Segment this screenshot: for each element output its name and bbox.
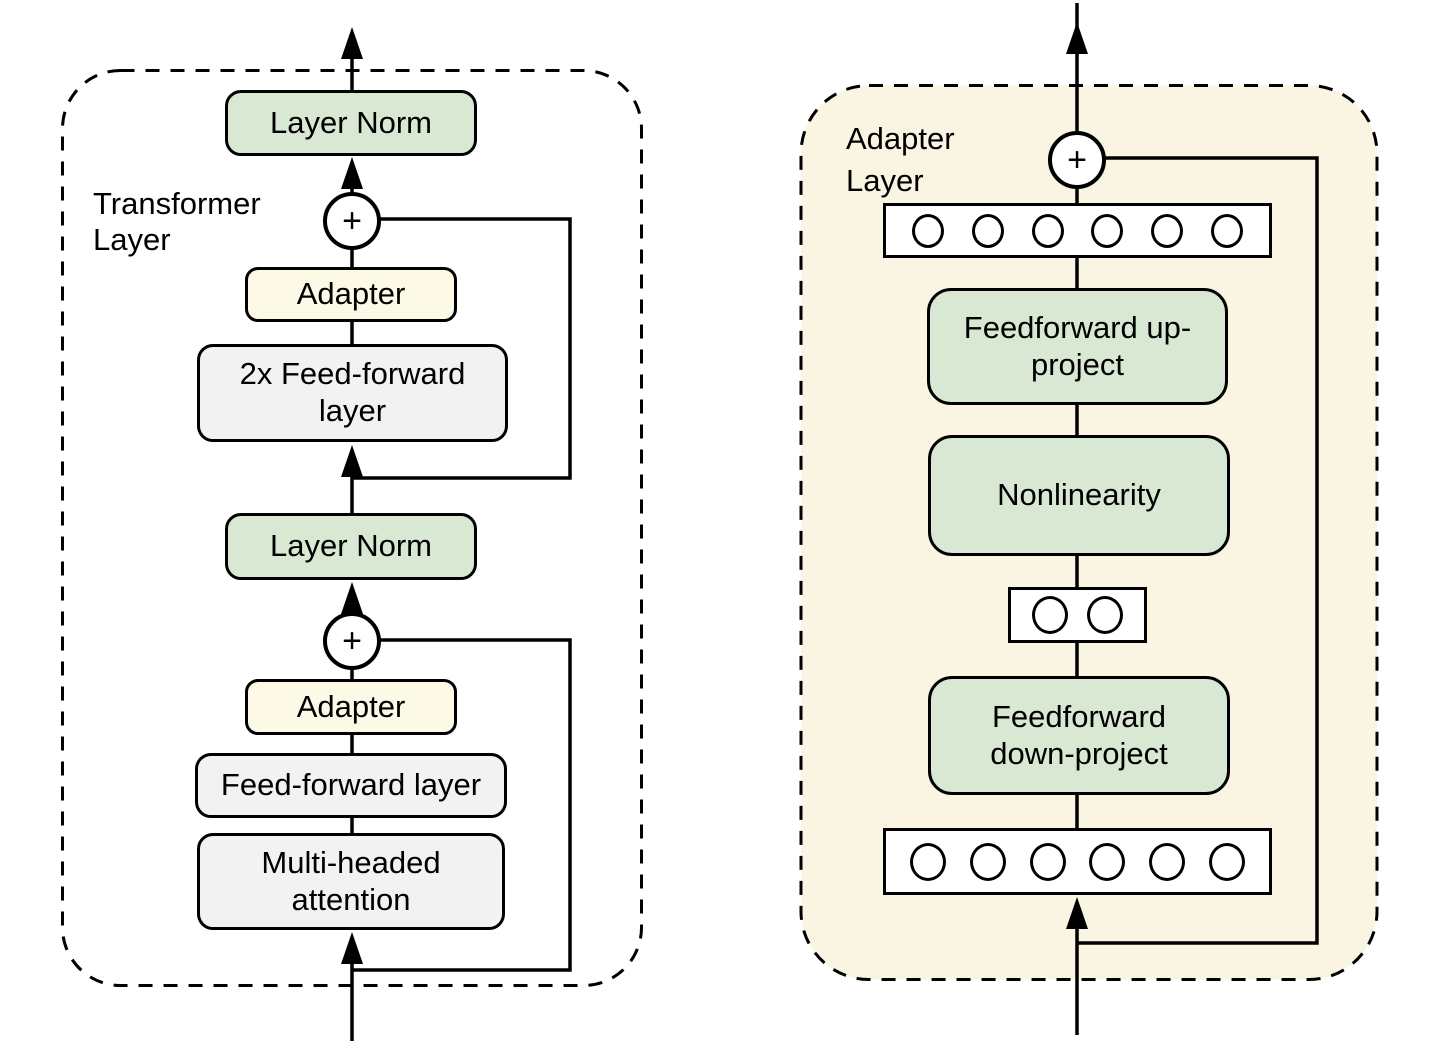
nonlinearity-box: Nonlinearity (928, 435, 1230, 556)
unit-circle (1029, 842, 1066, 881)
arrow-up-icon (1066, 22, 1088, 54)
feedforward-2x-box: 2x Feed-forward layer (197, 344, 508, 442)
adapter-top-box: Adapter (245, 267, 457, 322)
arrow-up-icon (341, 932, 363, 964)
arrow-up-icon (341, 27, 363, 59)
unit-circle (1151, 213, 1184, 248)
unit-circle (1031, 213, 1064, 248)
adapter-bottom-box: Adapter (245, 679, 457, 735)
hidden-vector-bottom (883, 828, 1272, 895)
feedforward-layer-box: Feed-forward layer (195, 753, 507, 818)
unit-circle (1091, 213, 1124, 248)
skip-connection-top-left (352, 217, 572, 480)
hidden-vector-top (883, 203, 1272, 258)
arrow-up-icon (341, 445, 363, 477)
skip-connection-adapter (1077, 156, 1319, 945)
unit-circle (971, 213, 1004, 248)
unit-circle (1032, 596, 1069, 634)
unit-circle (909, 842, 946, 881)
adapter-layer-label: Adapter Layer (846, 121, 955, 198)
add-node-adapter: + (1048, 131, 1106, 189)
feedforward-down-project-box: Feedforward down-project (928, 676, 1230, 795)
bottleneck-vector (1008, 587, 1147, 643)
arrow-up-icon (341, 582, 363, 614)
layer-norm-top-box: Layer Norm (225, 90, 477, 156)
add-node-bottom-left: + (323, 612, 381, 670)
layer-norm-mid-box: Layer Norm (225, 513, 477, 580)
multi-headed-attention-box: Multi-headed attention (197, 833, 505, 930)
unit-circle (1209, 842, 1246, 881)
unit-circle (911, 213, 944, 248)
unit-circle (1149, 842, 1186, 881)
unit-circle (1086, 596, 1123, 634)
arrow-up-icon (341, 157, 363, 189)
unit-circle (969, 842, 1006, 881)
unit-circle (1211, 213, 1244, 248)
transformer-layer-label: Transformer Layer (93, 186, 261, 257)
feedforward-up-project-box: Feedforward up-project (927, 288, 1228, 405)
arrow-up-icon (1066, 897, 1088, 929)
unit-circle (1089, 842, 1126, 881)
add-node-top-left: + (323, 192, 381, 250)
skip-connection-bottom-left (352, 638, 572, 972)
